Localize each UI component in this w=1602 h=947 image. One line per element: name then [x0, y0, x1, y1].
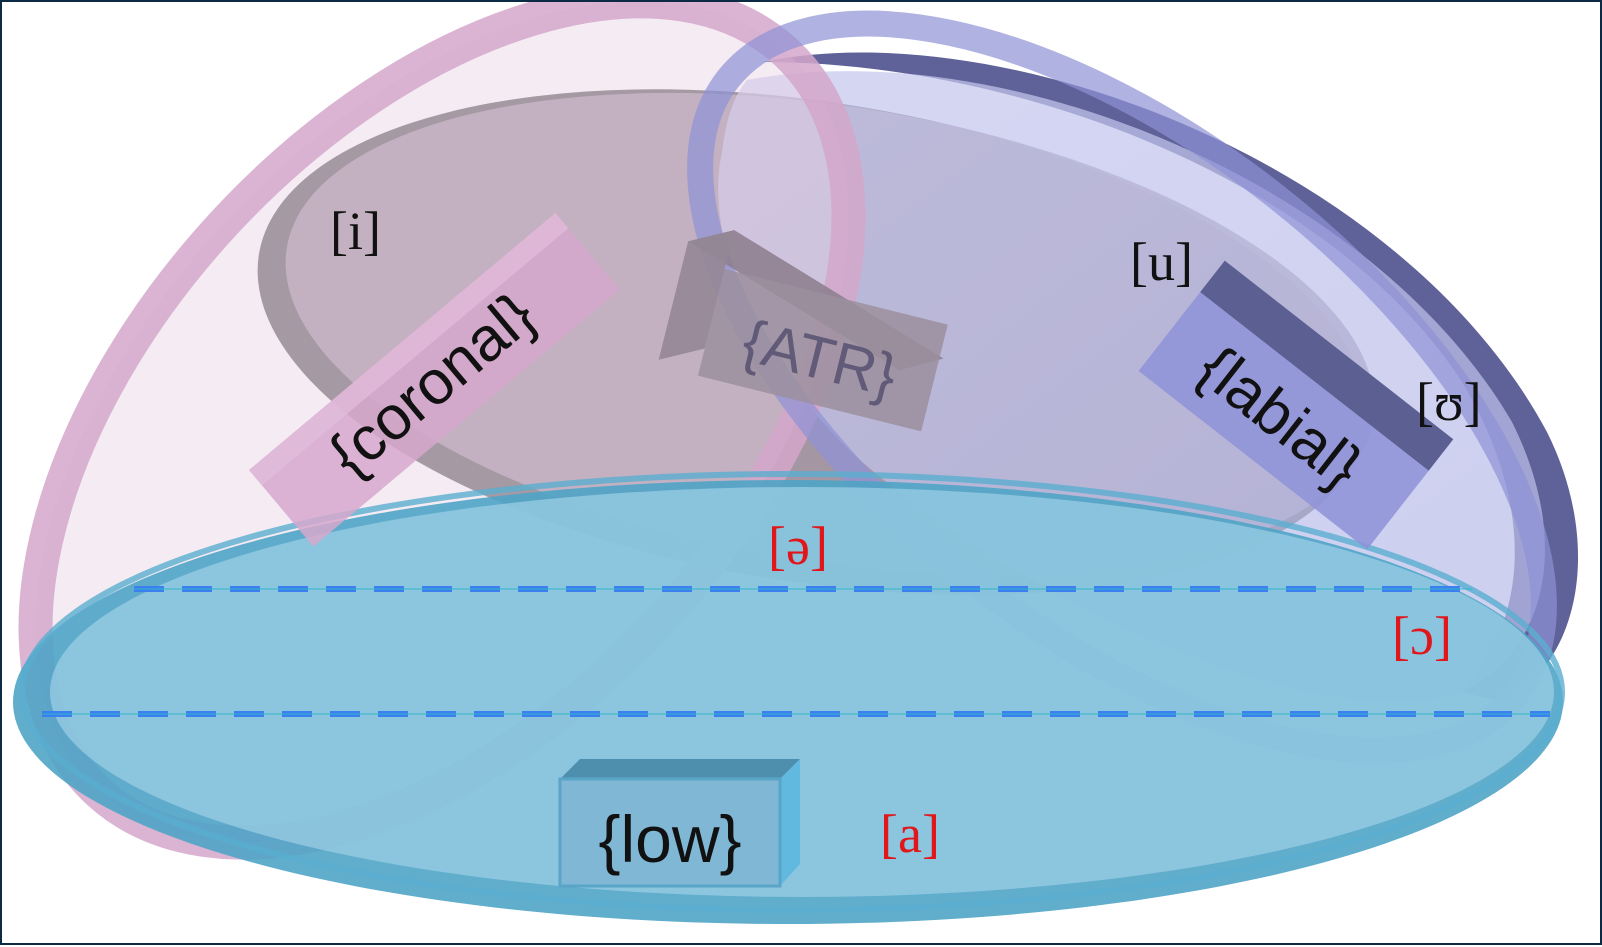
vowel-open-o: [ɔ]	[1392, 606, 1452, 666]
low-label: {low}	[598, 802, 741, 876]
labial-feature-box: {labial}	[1138, 260, 1454, 550]
vowel-labels: [i] [u] [ʊ] [ə] [ɔ] [a]	[330, 201, 1482, 864]
labial-region	[718, 52, 1579, 702]
vowel-schwa: [ə]	[768, 516, 828, 576]
vowel-u: [u]	[1130, 232, 1193, 292]
dashed-height-lines	[42, 586, 1550, 717]
atr-feature-box: {ATR}	[658, 230, 948, 432]
vowel-a: [a]	[880, 804, 940, 864]
low-feature-box: {low}	[558, 759, 800, 888]
vowel-i: [i]	[330, 201, 381, 261]
vowel-upsilon: [ʊ]	[1416, 372, 1482, 432]
